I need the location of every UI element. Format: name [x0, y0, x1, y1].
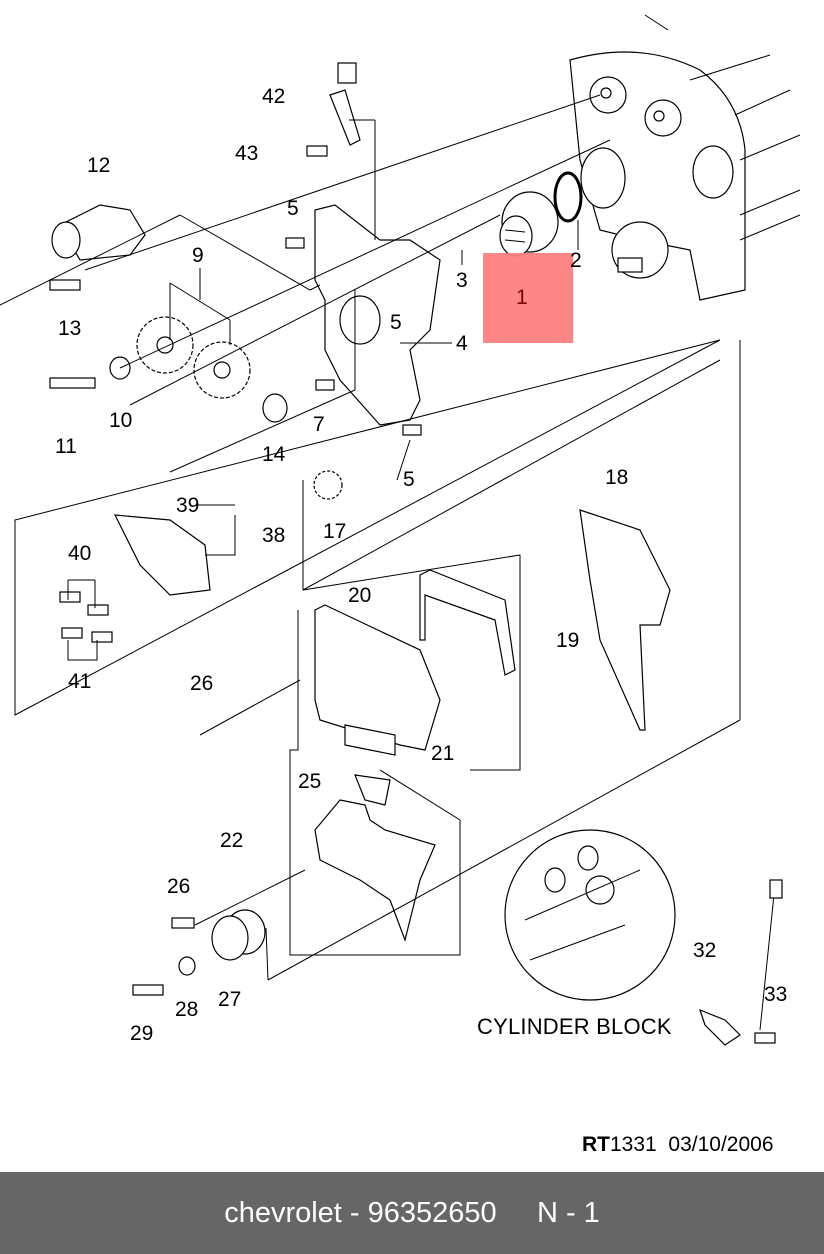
callout-25[interactable]: 25 — [298, 770, 322, 793]
cylinder-block-detail — [504, 829, 783, 1046]
callout-4[interactable]: 4 — [456, 332, 468, 355]
leader-lines — [0, 94, 741, 981]
engine-head-drawing — [553, 14, 801, 301]
callout-5-mid[interactable]: 5 — [390, 311, 402, 334]
callout-1-highlighted[interactable]: 1 — [516, 286, 528, 309]
callout-28[interactable]: 28 — [175, 998, 199, 1021]
footer-part-caption: chevrolet - 96352650 N - 1 — [224, 1196, 600, 1229]
reference-date: 03/10/2006 — [668, 1133, 774, 1156]
callout-22[interactable]: 22 — [220, 829, 244, 852]
callout-5-bottom[interactable]: 5 — [403, 468, 415, 491]
highlighted-part-region[interactable] — [483, 253, 573, 343]
callout-3[interactable]: 3 — [456, 269, 468, 292]
sensor-bracket-drawing — [306, 62, 361, 157]
callout-20[interactable]: 20 — [348, 584, 372, 607]
callout-2[interactable]: 2 — [570, 249, 582, 272]
footer-bar: chevrolet - 96352650 N - 1 — [0, 1172, 824, 1254]
callout-26-upper[interactable]: 26 — [190, 672, 214, 695]
diagram-reference: RT1331 03/10/2006 — [582, 1133, 774, 1157]
callout-21[interactable]: 21 — [431, 742, 455, 765]
callout-18[interactable]: 18 — [605, 466, 629, 489]
lower-cover-drawing — [171, 774, 436, 943]
callout-7[interactable]: 7 — [313, 413, 325, 436]
callout-11[interactable]: 11 — [55, 435, 77, 458]
callout-12[interactable]: 12 — [87, 154, 111, 177]
callout-26-lower[interactable]: 26 — [167, 875, 191, 898]
callout-40[interactable]: 40 — [68, 542, 92, 565]
callout-29[interactable]: 29 — [130, 1022, 154, 1045]
callout-43[interactable]: 43 — [235, 142, 259, 165]
water-pump-drawing — [499, 191, 559, 257]
callout-33[interactable]: 33 — [764, 983, 788, 1006]
reference-prefix: RT — [582, 1133, 610, 1156]
timing-belt-drawing — [579, 509, 671, 731]
mount-bracket-drawing — [59, 514, 211, 643]
upper-cover-drawing — [314, 569, 516, 756]
cylinder-block-label: CYLINDER BLOCK — [477, 1014, 672, 1039]
callout-17[interactable]: 17 — [323, 520, 347, 543]
callout-39[interactable]: 39 — [176, 494, 200, 517]
callout-9[interactable]: 9 — [192, 244, 204, 267]
tensioner-drawing — [49, 204, 146, 291]
reference-number: 1331 — [610, 1133, 657, 1156]
callout-5-top[interactable]: 5 — [287, 197, 299, 220]
crank-pulley-drawing — [132, 909, 266, 996]
gears-drawing — [49, 316, 288, 423]
front-cover-drawing — [285, 204, 441, 500]
callout-41[interactable]: 41 — [68, 670, 92, 693]
callout-27[interactable]: 27 — [218, 988, 242, 1011]
callout-14[interactable]: 14 — [262, 443, 286, 466]
callout-42[interactable]: 42 — [262, 85, 286, 108]
exploded-parts-diagram — [0, 14, 801, 1046]
callout-38[interactable]: 38 — [262, 524, 286, 547]
callout-10[interactable]: 10 — [109, 409, 133, 432]
callout-13[interactable]: 13 — [58, 317, 82, 340]
callout-19[interactable]: 19 — [556, 629, 580, 652]
callout-32[interactable]: 32 — [693, 939, 717, 962]
